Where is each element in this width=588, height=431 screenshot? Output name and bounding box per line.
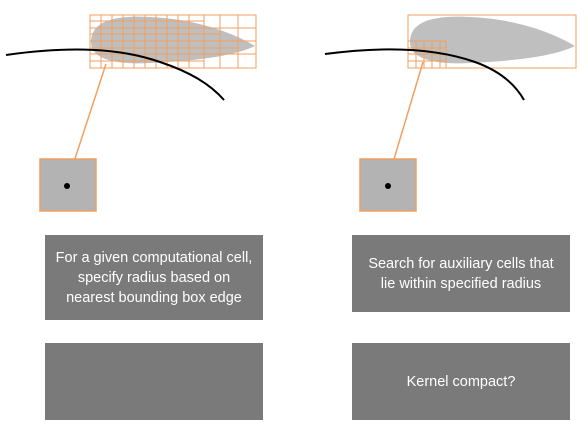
left-caption-box: For a given computational cell, specify …	[45, 235, 263, 320]
left-bounding-box-grid	[89, 14, 257, 69]
right-caption-text: Search for auxiliary cells that lie with…	[368, 255, 554, 292]
right-caption-box: Search for auxiliary cells that lie with…	[352, 235, 570, 312]
right-lower-text: Kernel compact?	[406, 373, 516, 390]
left-curve	[5, 48, 225, 101]
right-cell-center-point	[385, 183, 391, 189]
left-cell-center-point	[64, 183, 70, 189]
right-airfoil-shape	[410, 16, 575, 64]
left-lower-box	[45, 343, 263, 420]
right-panel-graphic	[324, 14, 577, 212]
right-lower-box: Kernel compact?	[352, 343, 570, 420]
left-panel-graphic	[5, 14, 257, 212]
left-airfoil-shape	[91, 16, 255, 64]
right-curve	[324, 48, 525, 101]
left-caption-text: For a given computational cell, specify …	[55, 249, 253, 306]
